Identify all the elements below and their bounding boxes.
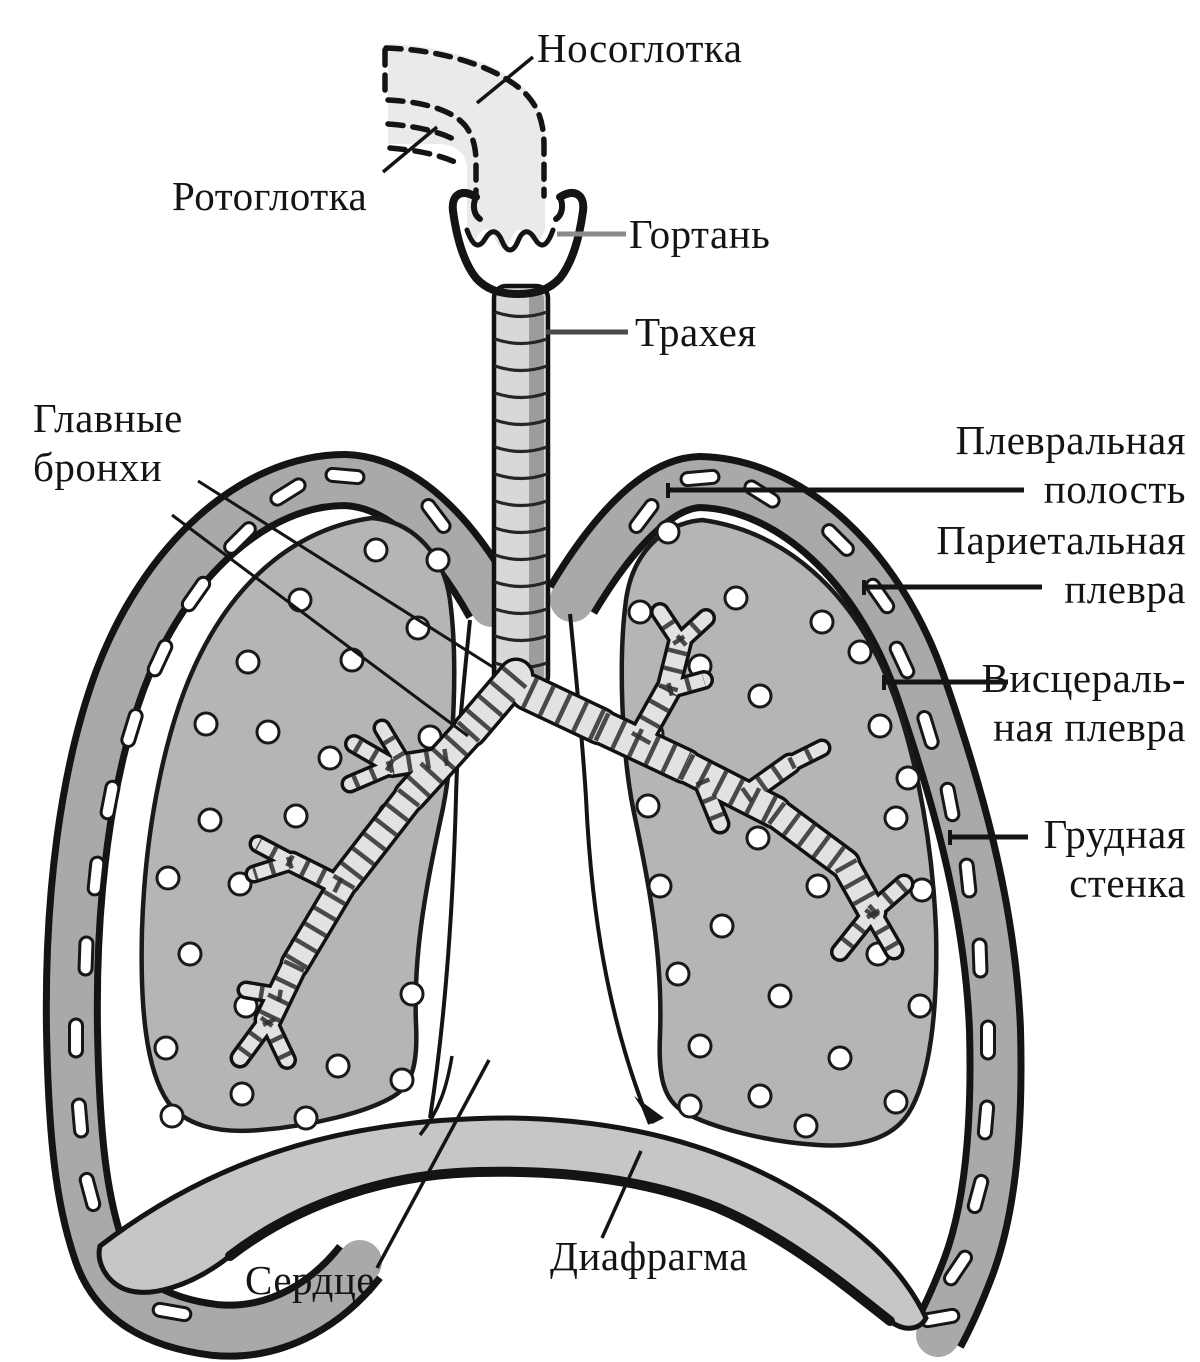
oropharynx-lower-outline	[387, 145, 458, 165]
leader-lines	[171, 55, 1042, 1269]
nasopharynx-inner-outline	[385, 97, 479, 201]
label-nasopharynx: Носоглотка	[537, 25, 743, 71]
heart-region-lines	[418, 613, 664, 1137]
leader-nasopharynx	[475, 55, 535, 105]
label-diaphragm: Диафрагма	[550, 1233, 749, 1279]
pharynx	[382, 44, 547, 248]
leader-bronchi-2	[171, 513, 469, 738]
label-larynx: Гортань	[629, 211, 771, 257]
label-pleural-cavity: Плевральная полость	[955, 417, 1186, 512]
bronchial-tree	[229, 602, 915, 1070]
trachea-tube	[491, 283, 551, 691]
pharynx-lumen	[388, 44, 545, 248]
label-visceral-pleura: Висцераль- ная плевра	[981, 655, 1186, 750]
oropharynx-upper-outline	[385, 121, 462, 145]
leader-diaphragm	[600, 1150, 643, 1239]
alveoli-dots	[153, 519, 935, 1139]
label-oropharynx: Ротоглотка	[172, 173, 368, 219]
label-heart: Сердце	[245, 1257, 376, 1303]
label-main-bronchi: Главные бронхи	[33, 395, 183, 490]
larynx-outline	[448, 189, 588, 299]
label-chest-wall: Грудная стенка	[1043, 811, 1186, 906]
leader-oropharynx	[381, 125, 439, 174]
leader-bronchi-1	[197, 479, 497, 671]
label-trachea: Трахея	[635, 309, 757, 355]
diaphragm-band	[96, 1115, 929, 1331]
nasopharynx-outline	[383, 45, 547, 199]
leader-heart	[375, 1059, 491, 1269]
label-parietal-pleura: Париетальная плевра	[936, 517, 1186, 612]
